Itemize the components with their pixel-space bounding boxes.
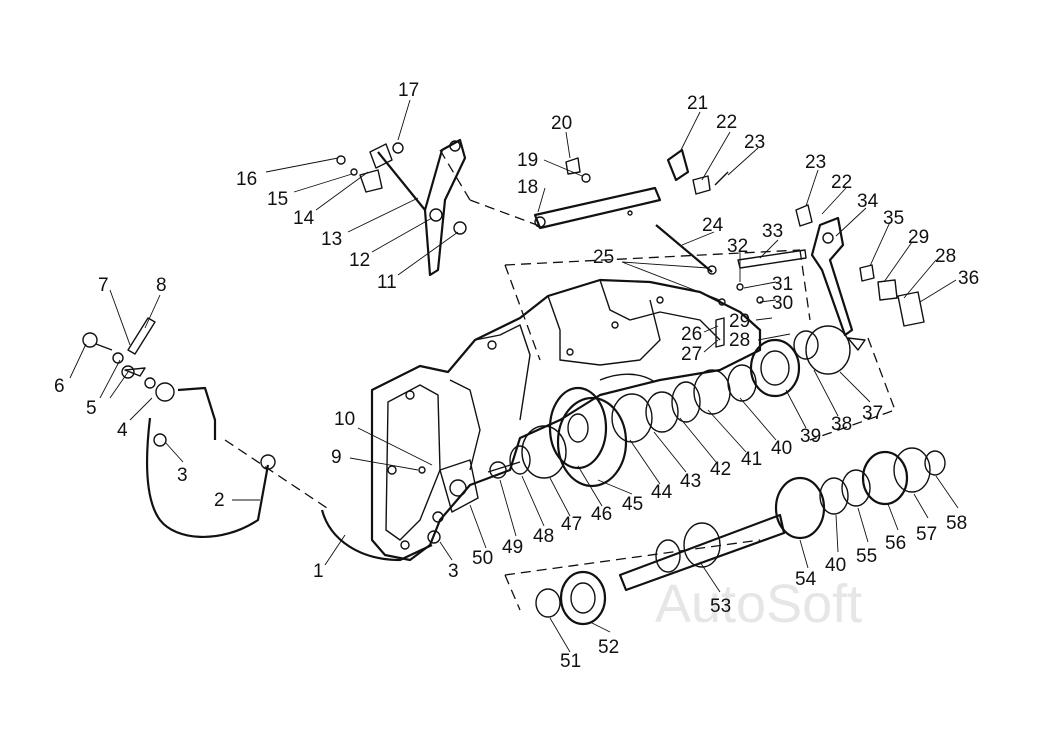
- selector-rod-group: [533, 148, 807, 348]
- callout-label: 19: [517, 150, 538, 171]
- callout-label: 53: [710, 596, 731, 617]
- callout-label: 35: [883, 208, 904, 229]
- callout-label: 29: [908, 227, 929, 248]
- callout-label: 21: [687, 93, 708, 114]
- callout-label: 28: [729, 330, 750, 351]
- assembly-dashed-lines: [224, 149, 896, 611]
- callout-label: 18: [517, 177, 538, 198]
- callout-label: 42: [710, 459, 731, 480]
- callout-label: 3: [448, 561, 459, 582]
- callout-label: 43: [680, 471, 701, 492]
- callout-label: 52: [598, 637, 619, 658]
- callout-label: 22: [831, 172, 852, 193]
- callout-label: 51: [560, 651, 581, 672]
- callout-label: 34: [857, 191, 879, 212]
- callout-label: 13: [321, 229, 342, 250]
- callout-label: 22: [716, 112, 737, 133]
- callout-label: 15: [267, 189, 288, 210]
- callout-label: 30: [772, 293, 793, 314]
- callout-label: 41: [741, 449, 762, 470]
- pipe-assembly: [82, 317, 444, 562]
- callout-label: 23: [744, 132, 765, 153]
- callout-label: 2: [214, 490, 225, 511]
- callout-label: 56: [885, 533, 906, 554]
- callout-label: 11: [377, 272, 397, 293]
- callout-label: 26: [681, 324, 702, 345]
- callout-label: 50: [472, 548, 493, 569]
- callout-label: 37: [862, 403, 883, 424]
- callout-label: 57: [916, 524, 937, 545]
- callout-label: 54: [795, 569, 817, 590]
- callout-label: 7: [98, 275, 109, 296]
- callout-label: 28: [935, 246, 956, 267]
- callout-label: 3: [177, 465, 188, 486]
- callout-label: 47: [561, 514, 582, 535]
- callout-label: 40: [825, 555, 846, 576]
- callout-label: 8: [156, 275, 167, 296]
- callout-labels: 1 2 3 3 4 5 6 7 8 9 10 11 12 13 14 15 16…: [54, 80, 979, 672]
- callout-label: 20: [551, 113, 572, 134]
- shift-lever-group: [336, 138, 467, 277]
- callout-label: 58: [946, 513, 967, 534]
- callout-label: 31: [772, 274, 793, 295]
- callout-label: 38: [831, 414, 852, 435]
- fork-group: [795, 204, 925, 337]
- callout-label: 12: [349, 250, 370, 271]
- callout-label: 17: [398, 80, 419, 101]
- callout-label: 25: [593, 247, 614, 268]
- callout-label: 55: [856, 546, 877, 567]
- callout-label: 46: [591, 504, 612, 525]
- callout-label: 40: [771, 438, 792, 459]
- callout-label: 24: [702, 215, 724, 236]
- callout-label: 23: [805, 152, 826, 173]
- callout-label: 45: [622, 494, 643, 515]
- watermark: AutoSoft: [655, 574, 862, 634]
- callout-label: 29: [729, 311, 750, 332]
- callout-label: 27: [681, 344, 702, 365]
- callout-label: 49: [502, 537, 523, 558]
- callout-label: 14: [293, 208, 315, 229]
- callout-label: 9: [331, 447, 342, 468]
- callout-label: 4: [117, 420, 128, 441]
- upper-shaft-gears: [418, 325, 866, 513]
- callout-label: 32: [727, 236, 748, 257]
- callout-label: 44: [651, 482, 673, 503]
- callout-label: 5: [86, 398, 97, 419]
- callout-label: 36: [958, 268, 979, 289]
- callout-label: 6: [54, 376, 65, 397]
- callout-label: 33: [762, 221, 783, 242]
- callout-label: 48: [533, 526, 554, 547]
- leader-lines: [69, 99, 959, 653]
- callout-label: 39: [800, 426, 821, 447]
- callout-label: 16: [236, 169, 257, 190]
- callout-label: 10: [334, 409, 355, 430]
- callout-label: 1: [313, 561, 324, 582]
- lower-shaft-gears: [535, 447, 946, 626]
